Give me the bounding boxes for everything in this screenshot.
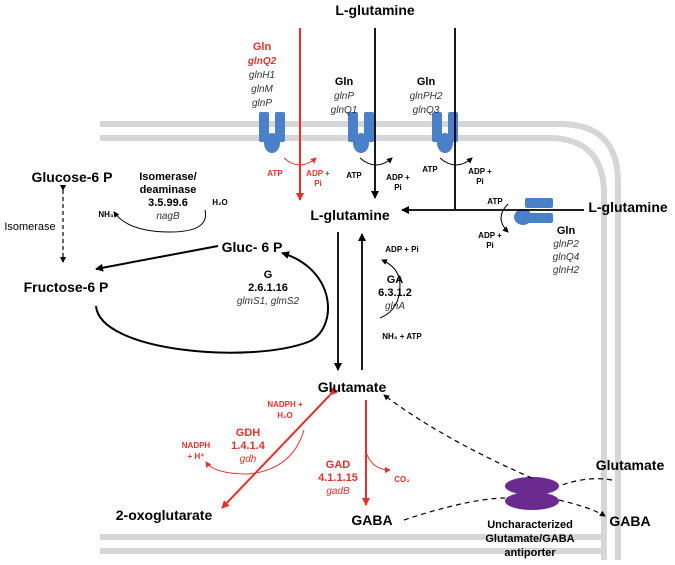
enzyme-gdh-nadph-h-1: NADPH: [182, 441, 211, 450]
transporter-4-adp: ADP +: [478, 231, 502, 240]
enzyme-gad-gene: gadB: [326, 486, 350, 497]
transporter-red-atp: ATP: [267, 169, 283, 178]
enzyme-isomerase-label: Isomerase: [4, 221, 55, 233]
antiporter-label-1: Uncharacterized: [487, 519, 573, 531]
atp-curl-2: [359, 157, 393, 166]
transporter-4-gene-3: glnH2: [553, 265, 580, 276]
dash-antiporter-to-glutamate: [383, 394, 533, 479]
transporter-red-gene-3: glnM: [251, 84, 273, 95]
enzyme-deaminase-gene: nagB: [156, 211, 180, 222]
transporter-2-title: Gln: [335, 76, 354, 88]
transporter-4-pi: Pi: [486, 241, 494, 250]
enzyme-gdh-name: GDH: [236, 427, 261, 439]
enzyme-ga-gene: glnA: [385, 301, 405, 312]
transporter-red-adp: ADP +: [306, 169, 330, 178]
transporter-glnQ2-icon: [259, 112, 285, 153]
enzyme-gdh-nadph-h-2: + H⁺: [188, 452, 205, 461]
transporter-glnQ1-icon: [348, 112, 374, 153]
transporter-red-gene-1: glnQ2: [247, 56, 277, 67]
compound-fructose6p: Fructose-6 P: [24, 279, 109, 295]
arrow-gdh: [221, 387, 338, 509]
enzyme-gad-co2: CO₂: [394, 475, 410, 484]
curl-deaminase: [113, 209, 207, 233]
transporter-2-pi: Pi: [394, 183, 402, 192]
transporter-red-title: Gln: [253, 41, 272, 53]
compound-glucose6p: Glucose-6 P: [32, 169, 113, 185]
transporter-2-adp: ADP +: [386, 173, 410, 182]
enzyme-gdh-nadph-h2o-1: NADPH +: [267, 400, 303, 409]
dash-gaba-outside: [558, 499, 606, 517]
enzyme-deaminase-ec: 3.5.99.6: [148, 197, 188, 209]
enzyme-deaminase-name-1: Isomerase/: [139, 171, 196, 183]
atp-curl-3: [439, 157, 473, 166]
cell-membrane: [100, 121, 621, 560]
transporter-3-gene-1: glnPH2: [410, 91, 443, 102]
curl-gdh: [205, 429, 305, 475]
transporter-4-atp: ATP: [487, 197, 503, 206]
compound-gaba-center: GABA: [351, 512, 392, 528]
compound-glutamate-right: Glutamate: [596, 457, 665, 473]
transporter-4-title: Gln: [557, 225, 576, 237]
enzyme-gdh-ec: 1.4.1.4: [231, 440, 266, 452]
transporter-3-atp: ATP: [422, 165, 438, 174]
enzyme-g-genes: glmS1, glmS2: [237, 296, 300, 307]
transporter-2-gene-1: glnP: [334, 91, 354, 102]
atp-curl-4: [500, 203, 509, 233]
transporter-3-gene-2: glnQ3: [413, 105, 440, 116]
transporter-3-adp: ADP +: [468, 167, 492, 176]
transporter-4-gene-1: glnP2: [553, 239, 579, 250]
loop-g-reaction: [95, 251, 329, 354]
compound-lglutamine-top: L-glutamine: [335, 2, 415, 18]
arrow-gluc6p-to-fructose6p: [95, 245, 219, 272]
compound-lglutamine-center: L-glutamine: [310, 207, 390, 223]
transporter-red-gene-2: glnH1: [249, 70, 275, 81]
enzyme-g-ec: 2.6.1.16: [248, 282, 288, 294]
compound-lglutamine-right: L-glutamine: [588, 199, 668, 215]
curl-gad: [365, 451, 391, 473]
transporter-4-gene-2: glnQ4: [553, 252, 580, 263]
transporter-3-pi: Pi: [476, 177, 484, 186]
transporter-red-gene-4: glnP: [252, 98, 272, 109]
enzyme-gad-name: GAD: [326, 459, 351, 471]
compound-gluc6p: Gluc- 6 P: [222, 239, 283, 255]
dash-gaba-inside: [403, 497, 506, 521]
atp-curl-red: [283, 157, 317, 166]
enzyme-ga-nh3-atp: NH₃ + ATP: [382, 332, 422, 341]
enzyme-deaminase-name-2: deaminase: [140, 184, 197, 196]
enzyme-deaminase-h2o: H₂O: [212, 198, 228, 207]
transporter-glnQ4-icon: [514, 198, 553, 225]
antiporter-label-3: antiporter: [504, 547, 556, 559]
transporter-red-pi: Pi: [314, 179, 322, 188]
enzyme-gad-ec: 4.1.1.15: [318, 472, 358, 484]
transporter-2-atp: ATP: [346, 171, 362, 180]
enzyme-ga-ec: 6.3.1.2: [378, 287, 412, 299]
transporter-2-gene-2: glnQ1: [331, 105, 358, 116]
antiporter-icon: [505, 477, 559, 510]
dash-glutamate-outside: [558, 478, 613, 487]
compound-oxoglutarate: 2-oxoglutarate: [116, 507, 213, 523]
compound-gaba-right: GABA: [609, 513, 650, 529]
compound-glutamate-center: Glutamate: [318, 379, 387, 395]
enzyme-deaminase-nh3: NH₃: [98, 210, 114, 219]
transporter-3-title: Gln: [417, 76, 436, 88]
enzyme-gdh-gene: gdh: [240, 454, 257, 465]
enzyme-ga-adp-pi: ADP + Pi: [385, 245, 418, 254]
enzyme-gdh-nadph-h2o-2: H₂O: [277, 411, 293, 420]
enzyme-g-name: G: [264, 269, 273, 281]
antiporter-label-2: Glutamate/GABA: [485, 533, 574, 545]
curl-ga: [379, 259, 401, 319]
enzyme-ga-name: GA: [387, 274, 404, 286]
